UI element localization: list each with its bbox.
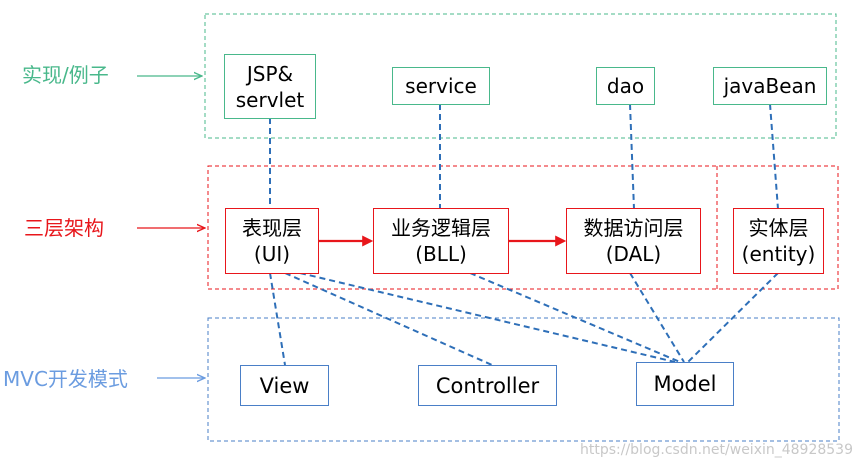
box-controller-label: Controller xyxy=(435,373,540,398)
box-ui-line2: (UI) xyxy=(253,242,291,266)
box-bll: 业务逻辑层 (BLL) xyxy=(373,208,509,274)
connector-ui-controller xyxy=(284,272,493,366)
box-bll-line1: 业务逻辑层 xyxy=(391,216,491,240)
box-dao-label: dao xyxy=(606,74,645,98)
box-model: Model xyxy=(636,362,734,406)
connector-javabean-entity xyxy=(769,103,779,210)
connector-dao-dal xyxy=(629,103,635,210)
box-jsp-servlet: JSP& servlet xyxy=(224,54,316,119)
box-entity-line2: (entity) xyxy=(741,242,816,266)
box-bll-line2: (BLL) xyxy=(415,242,467,266)
box-dal-line1: 数据访问层 xyxy=(583,216,684,240)
box-javabean: javaBean xyxy=(713,67,827,105)
box-dal-line2: (DAL) xyxy=(605,242,662,266)
box-model-label: Model xyxy=(653,372,717,396)
box-jsp-line2: servlet xyxy=(235,87,305,112)
row-label-impl: 实现/例子 xyxy=(22,63,109,87)
box-javabean-label: javaBean xyxy=(723,74,817,98)
box-service-label: service xyxy=(405,74,477,98)
row-label-mvc: MVC开发模式 xyxy=(3,367,128,391)
row-label-tier: 三层架构 xyxy=(24,216,104,240)
tier-group-frame xyxy=(207,165,839,290)
box-dal: 数据访问层 (DAL) xyxy=(566,208,701,274)
mvc-group-frame xyxy=(207,317,840,442)
box-ui: 表现层 (UI) xyxy=(225,208,319,274)
impl-group-frame xyxy=(204,13,837,139)
connector-entity-model xyxy=(687,272,779,363)
connector-dal-model xyxy=(629,272,685,363)
connector-ui-view xyxy=(269,272,286,366)
watermark-text: https://blog.csdn.net/weixin_48928539 xyxy=(579,442,853,458)
box-entity-line1: 实体层 xyxy=(748,216,809,240)
box-service: service xyxy=(392,67,490,105)
connector-bll-model xyxy=(469,272,681,363)
box-entity: 实体层 (entity) xyxy=(733,208,824,274)
box-dao: dao xyxy=(596,67,655,105)
box-view: View xyxy=(240,365,329,406)
box-ui-line1: 表现层 xyxy=(242,216,302,240)
box-jsp-line1: JSP& xyxy=(246,61,294,86)
box-view-label: View xyxy=(259,373,310,398)
connector-ui-model xyxy=(299,272,676,363)
box-controller: Controller xyxy=(418,365,557,406)
